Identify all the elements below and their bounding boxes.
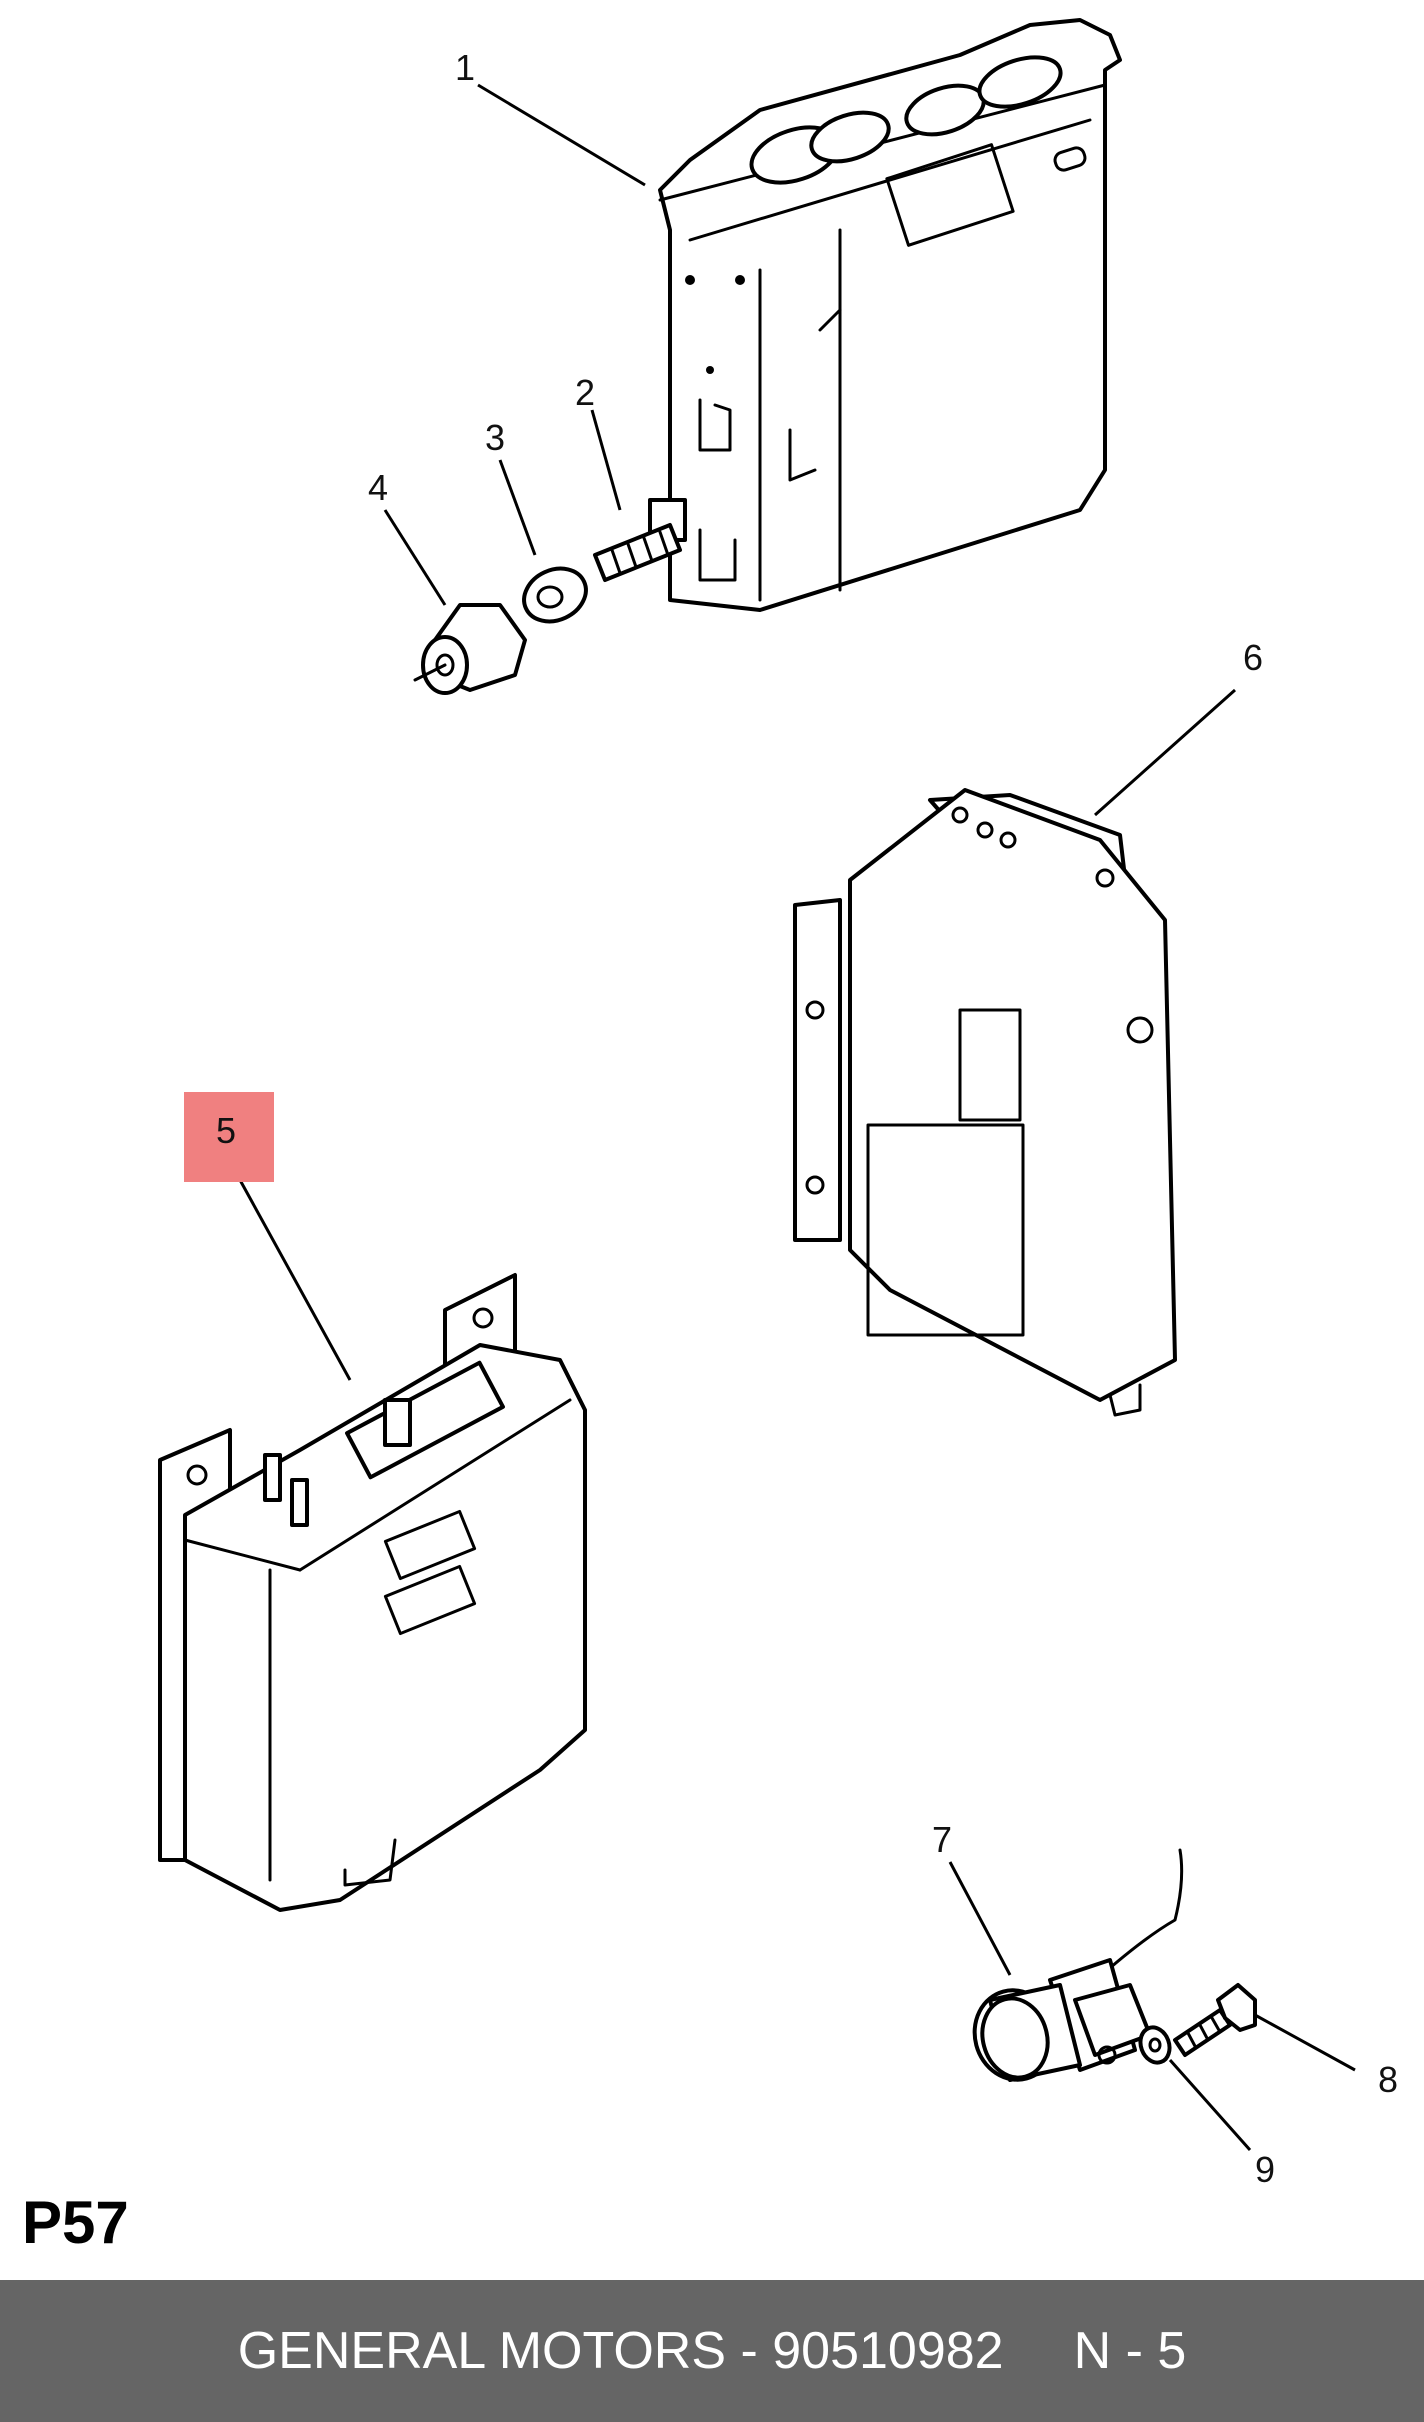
part-8-bolt xyxy=(1173,1983,1257,2057)
part-2-stud-bolt xyxy=(593,523,682,582)
callout-2: 2 xyxy=(575,372,595,413)
exploded-parts-diagram: 1 2 3 4 5 6 7 8 9 xyxy=(158,18,1398,2190)
leader-2 xyxy=(590,409,622,511)
part-5-control-module xyxy=(158,1273,587,1912)
callout-8: 8 xyxy=(1378,2059,1398,2100)
leader-4 xyxy=(383,509,447,606)
leader-7 xyxy=(948,1861,1012,1976)
callout-4: 4 xyxy=(368,467,388,508)
footer-bar: GENERAL MOTORS - 90510982 N - 5 xyxy=(0,2280,1424,2422)
part-4-nut xyxy=(413,603,527,695)
leader-6 xyxy=(1094,688,1236,817)
leader-lines xyxy=(238,83,1356,2151)
leader-8 xyxy=(1254,2013,1356,2072)
part-9-washer xyxy=(1138,2025,1172,2065)
part-6-control-unit xyxy=(793,788,1177,1417)
part-7-sensor xyxy=(972,1848,1184,2082)
callout-5: 5 xyxy=(216,1110,236,1151)
footer-part-text: GENERAL MOTORS - 90510982 xyxy=(237,2322,1004,2380)
callout-6: 6 xyxy=(1243,637,1263,678)
part-1-control-module xyxy=(648,18,1122,612)
callout-1: 1 xyxy=(455,47,475,88)
footer-ref-text: N - 5 xyxy=(1073,2322,1187,2380)
leader-9 xyxy=(1168,2059,1252,2151)
leader-1 xyxy=(477,83,646,187)
leader-3 xyxy=(498,459,537,556)
callout-5-highlight xyxy=(184,1092,274,1182)
callout-7: 7 xyxy=(932,1819,952,1860)
page-code: P57 xyxy=(22,2189,129,2256)
callout-9: 9 xyxy=(1255,2149,1275,2190)
callout-3: 3 xyxy=(485,417,505,458)
callout-labels: 1 2 3 4 5 6 7 8 9 xyxy=(184,47,1398,2190)
part-3-washer xyxy=(522,566,588,624)
leader-5 xyxy=(238,1179,352,1381)
